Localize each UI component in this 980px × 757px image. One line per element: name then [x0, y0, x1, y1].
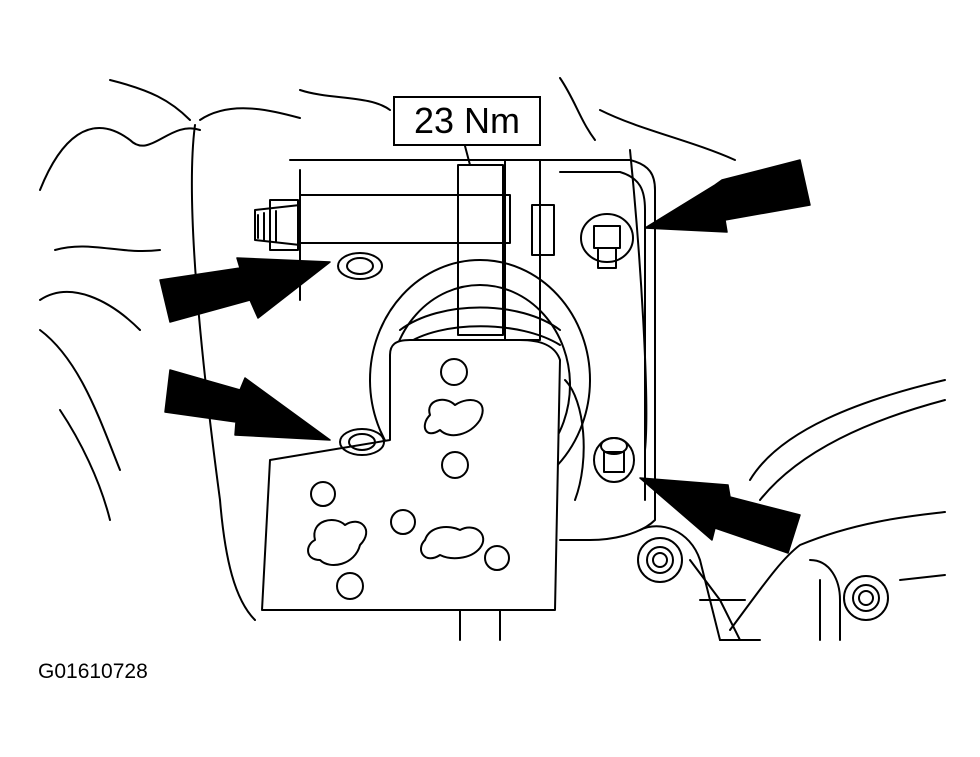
torque-spec-label: 23 Nm — [393, 96, 541, 146]
bolt-lower-right — [593, 437, 635, 483]
bolt-lower-left — [339, 428, 385, 456]
arrow-lower-left-icon — [164, 369, 331, 441]
arrow-upper-left-icon — [159, 257, 331, 323]
nut-bottom-right — [843, 575, 889, 621]
bolt-upper-right — [580, 213, 634, 269]
lower-plate — [261, 339, 561, 641]
figure-id-label: G01610728 — [38, 660, 148, 683]
background-contours — [39, 77, 736, 621]
bolts — [337, 213, 889, 621]
label-leader-line — [464, 145, 471, 166]
right-side-components — [639, 379, 946, 641]
bolt-upper-left — [337, 252, 383, 280]
shaft-assembly — [254, 159, 555, 341]
callout-arrows — [159, 159, 811, 554]
arrow-lower-right-icon — [639, 477, 801, 554]
arrow-upper-right-icon — [644, 159, 811, 233]
nut-bottom-center — [637, 537, 683, 583]
